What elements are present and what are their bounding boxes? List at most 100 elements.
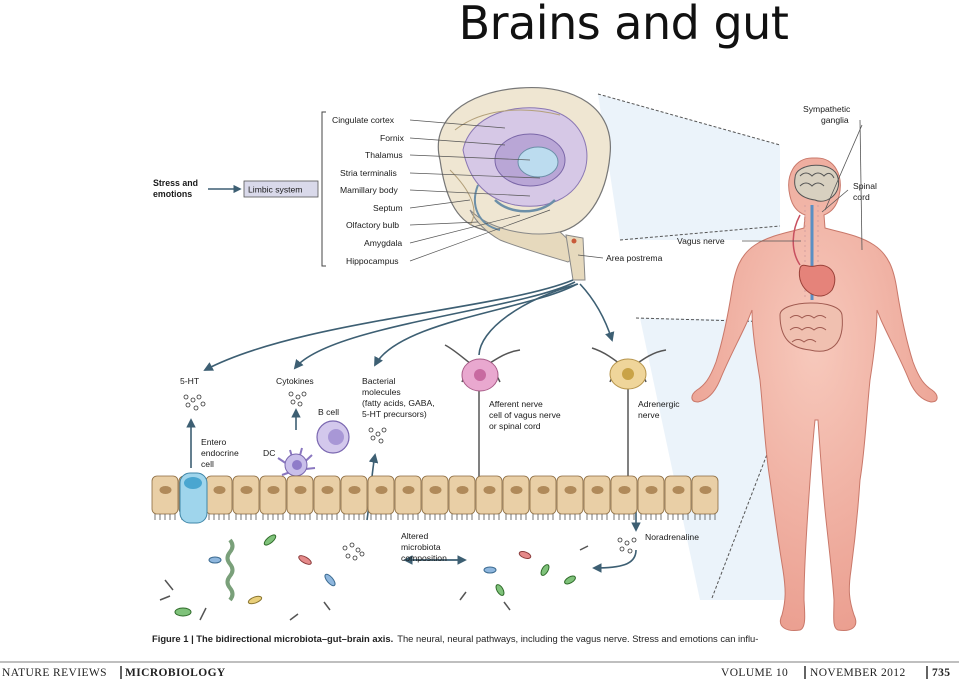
epithelial-cell [691, 475, 719, 515]
cell-nucleus [456, 486, 469, 494]
label-cingulate-cortex: Cingulate cortex [332, 115, 395, 125]
label-bacterial: Bacterial [362, 376, 396, 386]
epithelial-cell [610, 475, 638, 515]
cell-nucleus [591, 486, 604, 494]
limbic-system-box [243, 180, 319, 198]
epithelial-cell [448, 475, 476, 515]
footer-volume: VOLUME 10 [721, 667, 788, 679]
epithelial-cell [475, 475, 503, 515]
svg-text:Figure 1 | The bidirectional m: Figure 1 | The bidirectional microbiota–… [152, 633, 758, 644]
label-noradrenaline: Noradrenaline [645, 532, 699, 542]
brain-region-labels: Cingulate cortex Fornix Thalamus Stria t… [332, 115, 663, 266]
cell-nucleus [159, 486, 172, 494]
label-b-cell: B cell [318, 407, 339, 417]
slide-title: Brains and gut [458, 0, 789, 50]
microvilli [613, 514, 635, 520]
epithelial-cell [367, 475, 395, 515]
label-thalamus: Thalamus [365, 150, 403, 160]
svg-text:composition: composition [401, 553, 447, 563]
afferent-neuron [444, 344, 521, 480]
cell-nucleus [321, 486, 334, 494]
svg-text:5-HT precursors): 5-HT precursors) [362, 409, 427, 419]
microvilli [154, 514, 176, 520]
microvilli [478, 514, 500, 520]
footer-date: NOVEMBER 2012 [810, 667, 906, 679]
label-ganglia: ganglia [821, 115, 849, 125]
epithelial-cell [205, 475, 233, 515]
microbiota [159, 534, 589, 621]
epithelial-cell [556, 475, 584, 515]
cell-nucleus [699, 486, 712, 494]
microvilli [397, 514, 419, 520]
molecule-dots [183, 391, 637, 561]
svg-text:microbiota: microbiota [401, 542, 441, 552]
svg-text:nerve: nerve [638, 410, 660, 420]
microvilli [640, 514, 662, 520]
epithelial-cell [340, 475, 368, 515]
cell-nucleus [618, 486, 631, 494]
cell-nucleus [240, 486, 253, 494]
label-olfactory-bulb: Olfactory bulb [346, 220, 399, 230]
microvilli [694, 514, 716, 520]
microvilli [235, 514, 257, 520]
cell-nucleus [294, 486, 307, 494]
microvilli [559, 514, 581, 520]
svg-text:cell of vagus nerve: cell of vagus nerve [489, 410, 561, 420]
microvilli [289, 514, 311, 520]
microvilli [586, 514, 608, 520]
cell-nucleus [267, 486, 280, 494]
cell-nucleus [510, 486, 523, 494]
epithelial-cell [583, 475, 611, 515]
microvilli [451, 514, 473, 520]
microvilli [343, 514, 365, 520]
label-adrenergic-nerve: Adrenergic [638, 399, 680, 409]
dendritic-cell [277, 447, 316, 477]
label-afferent-nerve: Afferent nerve [489, 399, 543, 409]
label-vagus-nerve: Vagus nerve [677, 236, 725, 246]
microvilli [505, 514, 527, 520]
epithelial-cell [502, 475, 530, 515]
footer-section: MICROBIOLOGY [125, 667, 226, 679]
svg-text:emotions: emotions [153, 189, 192, 199]
label-fornix: Fornix [380, 133, 405, 143]
label-spinal: Spinal [853, 181, 877, 191]
cell-nucleus [645, 486, 658, 494]
label-dc: DC [263, 448, 275, 458]
cell-nucleus [564, 486, 577, 494]
cell-nucleus [672, 486, 685, 494]
adrenergic-neuron [591, 347, 667, 490]
cell-labels: 5-HT Cytokines B cell DC Entero endocrin… [180, 376, 699, 563]
label-endocrine: endocrine [201, 448, 239, 458]
label-entero: Entero [201, 437, 227, 447]
label-altered-microbiota: Altered [401, 531, 428, 541]
signal-pathways [186, 279, 641, 573]
label-amygdala: Amygdala [364, 238, 402, 248]
label-area-postrema: Area postrema [606, 253, 663, 263]
microvilli [316, 514, 338, 520]
label-septum: Septum [373, 203, 403, 213]
cell-nucleus [348, 486, 361, 494]
epithelial-cell [529, 475, 557, 515]
microvilli [667, 514, 689, 520]
epithelial-cell [394, 475, 422, 515]
limbic-system-label: Limbic system [248, 185, 302, 195]
epithelial-cell [259, 475, 287, 515]
enteroendocrine-cell [179, 472, 208, 524]
label-mamillary-body: Mamillary body [340, 185, 398, 195]
epithelial-cell [664, 475, 692, 515]
label-5ht: 5-HT [180, 376, 200, 386]
cell-nucleus [213, 486, 226, 494]
body-labels: Sympathetic ganglia Spinal cord Vagus ne… [677, 104, 877, 251]
journal-footer: NATURE REVIEWS MICROBIOLOGY VOLUME 10 NO… [0, 661, 959, 679]
label-sympathetic: Sympathetic [803, 104, 851, 114]
cell-nucleus [429, 486, 442, 494]
label-cord: cord [853, 192, 870, 202]
epithelial-cell [637, 475, 665, 515]
cell-nucleus [483, 486, 496, 494]
projection-rays [597, 93, 806, 600]
svg-text:or spinal cord: or spinal cord [489, 421, 541, 431]
cell-nucleus [537, 486, 550, 494]
figure-caption: Figure 1 | The bidirectional microbiota–… [152, 633, 758, 644]
svg-text:molecules: molecules [362, 387, 401, 397]
